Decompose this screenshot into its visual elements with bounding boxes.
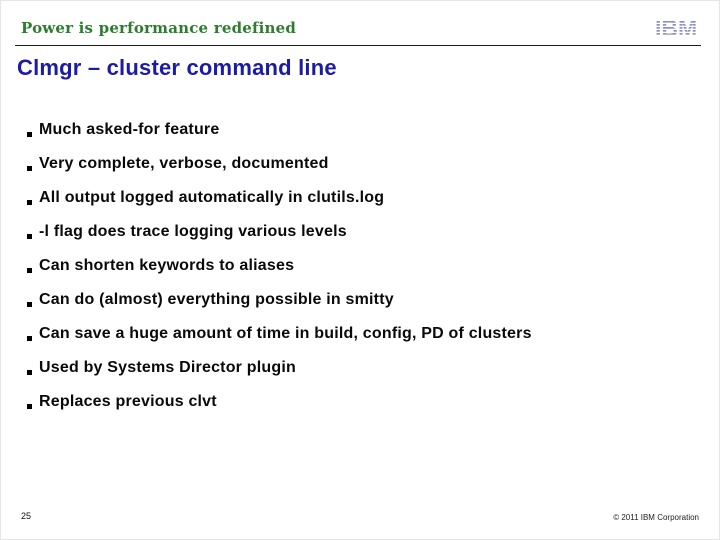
bullet-text: All output logged automatically in cluti… (39, 189, 385, 206)
bullet-text: Much asked-for feature (39, 121, 220, 138)
list-item: Can do (almost) everything possible in s… (27, 283, 703, 317)
header-tagline: Power is performance redefined (21, 19, 297, 37)
copyright-notice: © 2011 IBM Corporation (613, 513, 699, 522)
list-item: Can shorten keywords to aliases (27, 249, 703, 283)
header-divider (15, 45, 701, 46)
slide-title: Clmgr – cluster command line (17, 55, 337, 80)
list-item: Much asked-for feature (27, 113, 703, 147)
bullet-square-icon (27, 267, 32, 273)
bullet-text: Used by Systems Director plugin (39, 359, 296, 376)
bullet-square-icon (27, 165, 32, 171)
bullet-text: Can do (almost) everything possible in s… (39, 291, 394, 308)
bullet-square-icon (27, 301, 32, 307)
list-item: Used by Systems Director plugin (27, 351, 703, 385)
list-item: Can save a huge amount of time in build,… (27, 317, 703, 351)
bullet-text: Very complete, verbose, documented (39, 155, 329, 172)
bullet-text: Can save a huge amount of time in build,… (39, 325, 532, 342)
ibm-logo-icon: IBM (655, 15, 697, 39)
bullet-square-icon (27, 335, 32, 341)
ibm-logo-text: IBM (655, 15, 697, 39)
bullet-square-icon (27, 131, 32, 137)
list-item: All output logged automatically in cluti… (27, 181, 703, 215)
page-number: 25 (21, 511, 32, 521)
list-item: Very complete, verbose, documented (27, 147, 703, 181)
list-item: -l flag does trace logging various level… (27, 215, 703, 249)
list-item: Replaces previous clvt (27, 385, 703, 419)
bullet-square-icon (27, 199, 32, 205)
bullet-text: Replaces previous clvt (39, 393, 217, 410)
bullet-text: -l flag does trace logging various level… (39, 223, 347, 240)
bullet-square-icon (27, 403, 32, 409)
bullet-text: Can shorten keywords to aliases (39, 257, 295, 274)
bullet-square-icon (27, 233, 32, 239)
bullet-square-icon (27, 369, 32, 375)
